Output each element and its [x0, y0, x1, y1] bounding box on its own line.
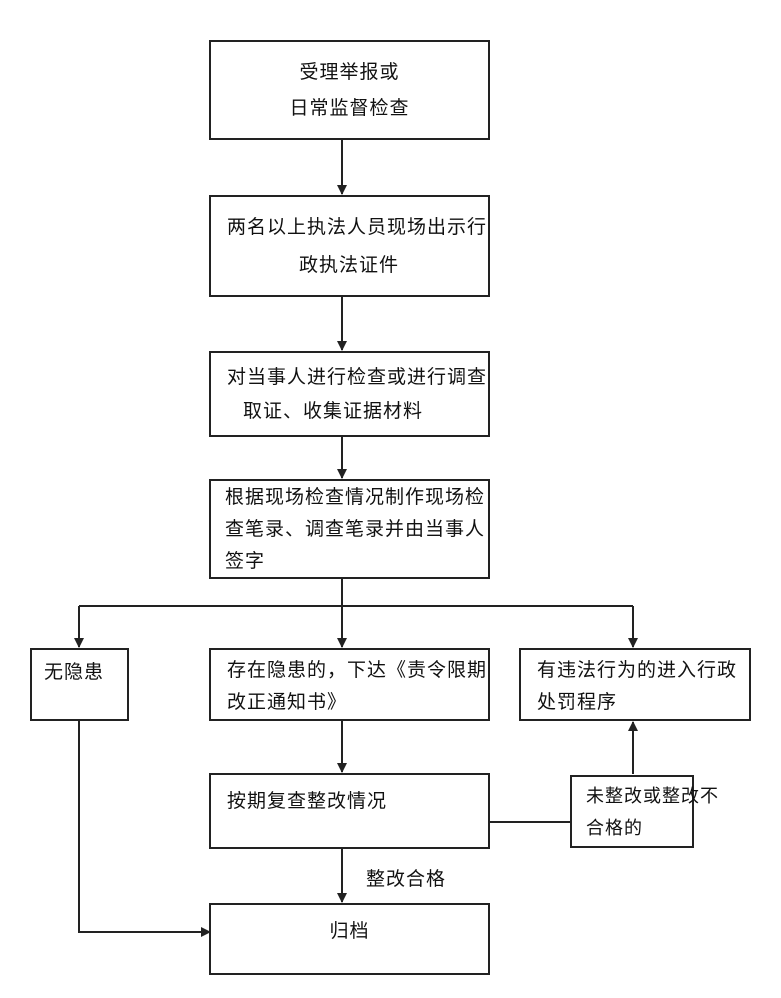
node-recheck-line1: 按期复查整改情况: [227, 790, 388, 812]
node-violation: 有违法行为的进入行政 处罚程序: [519, 648, 751, 721]
node-not-rectified-line1: 未整改或整改不: [586, 786, 719, 807]
node-not-rectified: 未整改或整改不 合格的: [570, 775, 718, 848]
node-recheck: 按期复查整改情况: [209, 773, 490, 849]
node-accept-report-line2: 日常监督检查: [289, 97, 410, 119]
arrow-no-hazard-to-archive: [78, 720, 211, 937]
node-archive-line1: 归档: [329, 920, 370, 942]
node-no-hazard: 无隐患: [30, 648, 129, 721]
node-investigate-line1: 对当事人进行检查或进行调查: [227, 366, 488, 388]
node-has-hazard-line2: 改正通知书》: [227, 691, 348, 713]
node-show-credentials: 两名以上执法人员现场出示行 政执法证件: [209, 195, 490, 297]
node-not-rectified-line2: 合格的: [586, 818, 643, 839]
node-show-credentials-line2: 政执法证件: [299, 254, 400, 276]
node-record-line2: 查笔录、调查笔录并由当事人: [225, 518, 486, 540]
node-record-line3: 签字: [225, 550, 266, 572]
edge-label-rectified-ok: 整改合格: [366, 868, 447, 890]
node-investigate-line2: 取证、收集证据材料: [243, 400, 424, 422]
node-accept-report-line1: 受理举报或: [299, 61, 400, 83]
node-archive: 归档: [209, 903, 490, 975]
node-has-hazard-line1: 存在隐患的，下达《责令限期: [227, 659, 488, 681]
node-no-hazard-line1: 无隐患: [44, 661, 105, 683]
node-violation-line2: 处罚程序: [537, 691, 618, 713]
node-has-hazard: 存在隐患的，下达《责令限期 改正通知书》: [209, 648, 490, 721]
node-record-line1: 根据现场检查情况制作现场检: [225, 486, 486, 508]
node-show-credentials-line1: 两名以上执法人员现场出示行: [227, 216, 488, 238]
node-accept-report: 受理举报或 日常监督检查: [209, 40, 490, 140]
node-violation-line1: 有违法行为的进入行政: [537, 659, 738, 681]
node-record: 根据现场检查情况制作现场检 查笔录、调查笔录并由当事人 签字: [209, 479, 490, 579]
node-investigate: 对当事人进行检查或进行调查 取证、收集证据材料: [209, 351, 490, 437]
